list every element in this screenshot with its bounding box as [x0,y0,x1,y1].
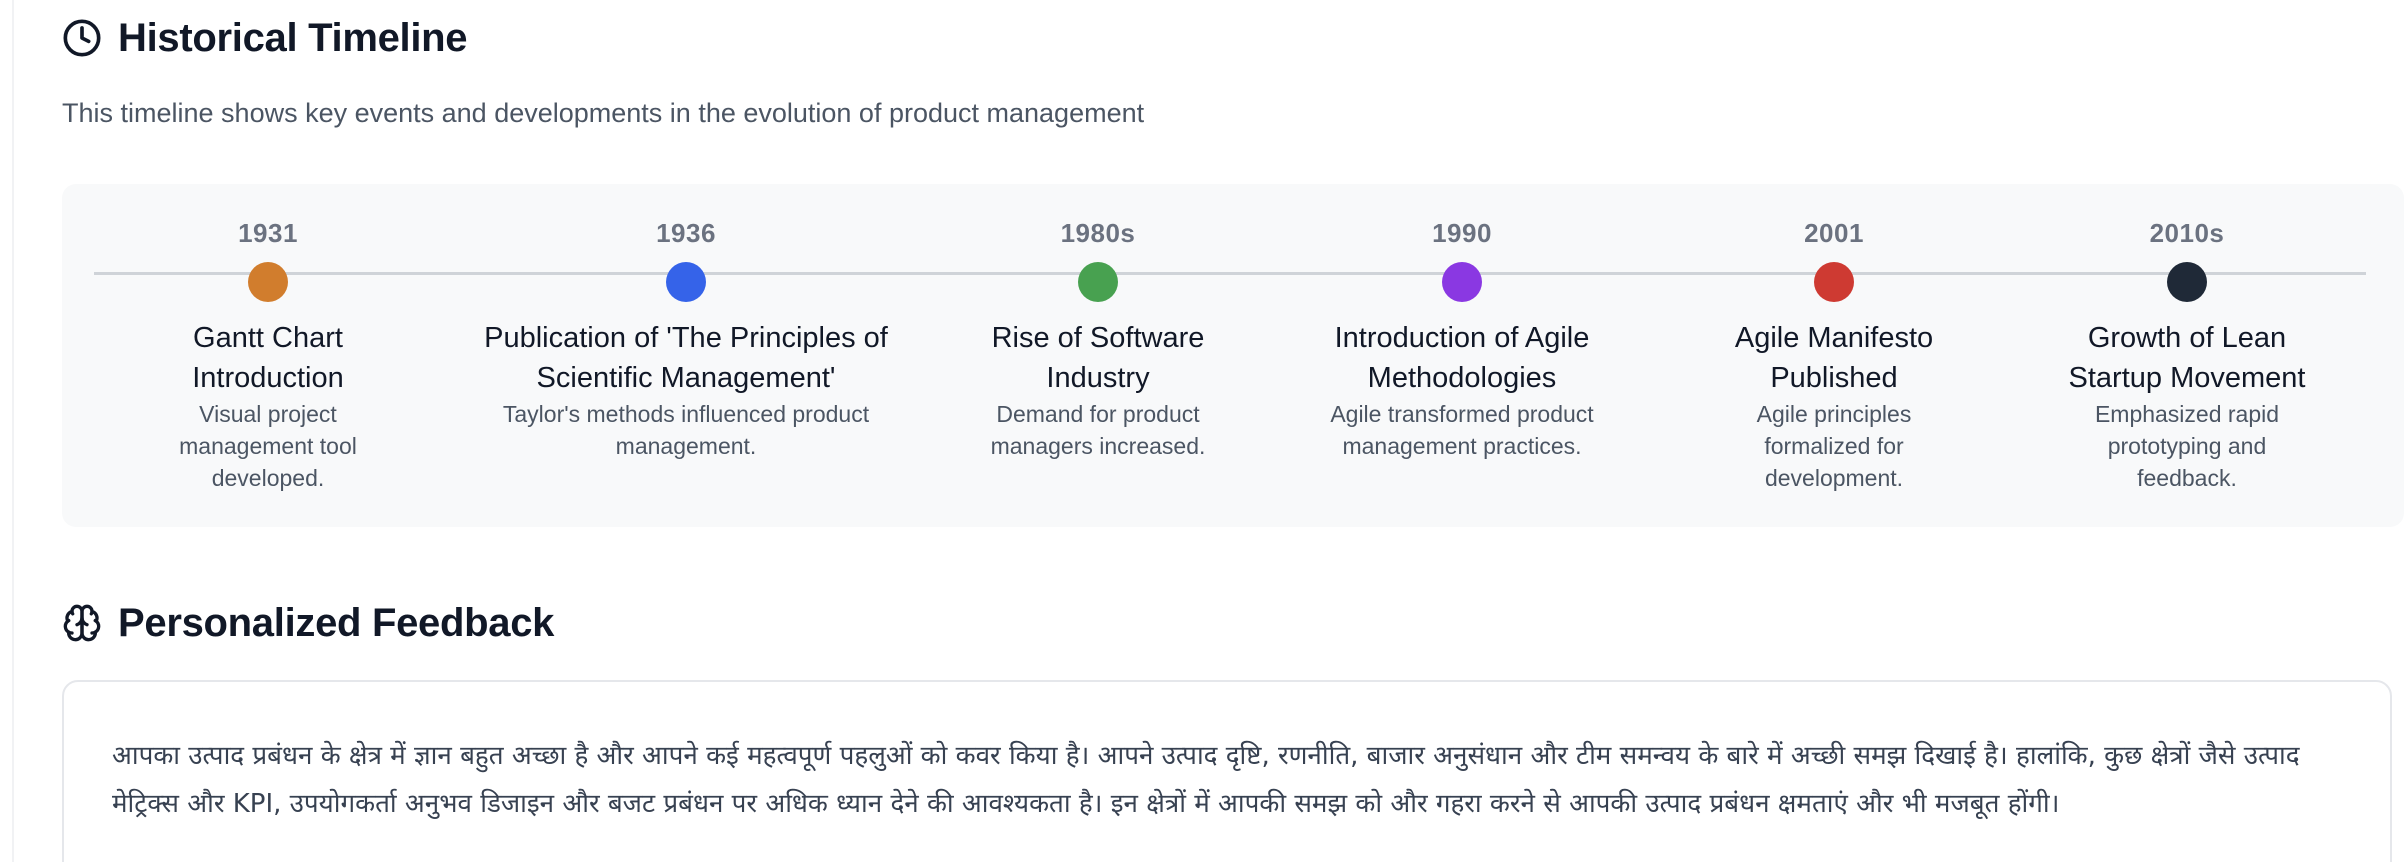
event-description: Taylor's methods influenced product mana… [502,401,870,459]
event-marker [248,262,288,302]
event-title: Agile Manifesto Published [1734,322,1934,394]
event-year: 2001 [1804,218,1864,248]
event-year: 1980s [1060,218,1136,248]
timeline-subtitle: This timeline shows key events and devel… [62,98,1145,128]
timeline-panel: 1931 Gantt Chart Introduction Visual pro… [62,184,2404,527]
timeline-event: 1980s Rise of Software Industry Demand f… [878,184,1318,462]
timeline-axis [94,272,2366,275]
timeline-event: 1936 Publication of 'The Principles of S… [466,184,906,462]
event-description: Visual project management tool developed… [179,401,357,491]
event-year: 2010s [2149,218,2225,248]
event-year: 1931 [238,218,298,248]
event-year: 1990 [1432,218,1492,248]
event-marker [1442,262,1482,302]
brain-icon [62,603,102,643]
timeline-event: 2010s Growth of Lean Startup Movement Em… [1967,184,2404,494]
clock-icon [62,18,102,58]
timeline-title: Historical Timeline [118,15,468,60]
event-title: Rise of Software Industry [991,322,1205,394]
event-description: Emphasized rapid prototyping and feedbac… [2094,401,2280,491]
event-description: Agile transformed product management pra… [1330,401,1594,459]
timeline-event: 2001 Agile Manifesto Published Agile pri… [1614,184,2054,494]
timeline-event: 1931 Gantt Chart Introduction Visual pro… [48,184,488,494]
feedback-title: Personalized Feedback [118,600,555,645]
event-year: 1936 [656,218,716,248]
feedback-heading: Personalized Feedback [62,595,554,651]
event-title: Publication of 'The Principles of Scient… [484,322,888,394]
event-marker [666,262,706,302]
event-description: Demand for product managers increased. [990,401,1206,459]
timeline-event: 1990 Introduction of Agile Methodologies… [1242,184,1682,462]
event-marker [1078,262,1118,302]
event-title: Growth of Lean Startup Movement [2068,322,2306,394]
event-marker [2167,262,2207,302]
event-description: Agile principles formalized for developm… [1756,401,1912,491]
timeline-heading: Historical Timeline [62,10,468,66]
feedback-text: आपका उत्पाद प्रबंधन के क्षेत्र में ज्ञान… [112,741,2300,819]
event-marker [1814,262,1854,302]
event-title: Introduction of Agile Methodologies [1334,322,1590,394]
left-divider [12,0,14,862]
feedback-card: आपका उत्पाद प्रबंधन के क्षेत्र में ज्ञान… [62,680,2392,862]
event-title: Gantt Chart Introduction [192,322,344,394]
